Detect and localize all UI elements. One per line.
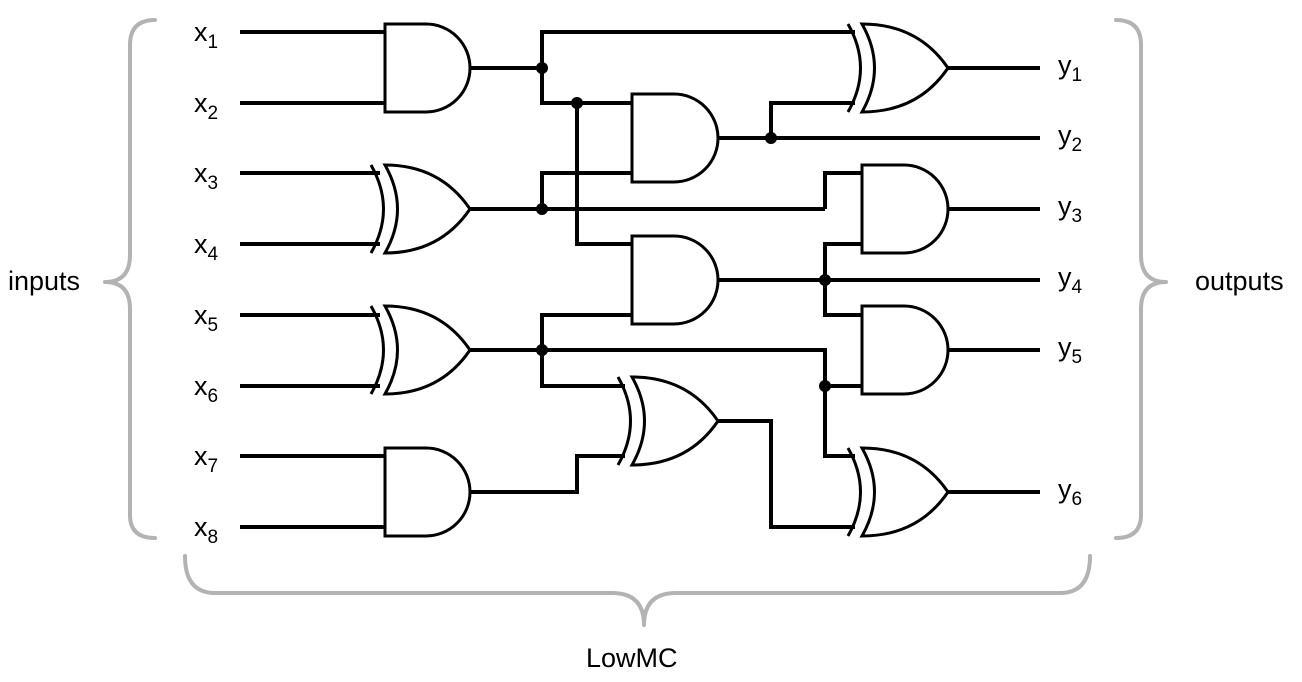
xor-gates (369, 22, 950, 538)
output-label-y6: y6 (1058, 474, 1082, 510)
input-label-x5: x5 (194, 300, 218, 336)
input-label-x2: x2 (194, 88, 218, 124)
xor-gate-back (846, 23, 862, 113)
junction-dot (536, 203, 548, 215)
xor-gate-back (369, 305, 385, 395)
wire-netB-up (540, 171, 632, 209)
output-labels: y1 y2 y3 y4 y5 y6 (1058, 50, 1083, 510)
xor-gate (382, 304, 472, 396)
input-label-x4: x4 (194, 229, 219, 265)
junctions (536, 62, 831, 392)
xor-gate-back (846, 447, 862, 537)
and-gate (860, 163, 950, 255)
wire-netA-branch (575, 103, 632, 246)
input-label-x1: x1 (194, 17, 218, 53)
junction-dot (571, 97, 583, 109)
outputs-brace (1114, 18, 1168, 540)
input-labels: x1 x2 x3 x4 x5 x6 x7 x8 (194, 17, 219, 548)
xor-gate (629, 375, 720, 467)
wire-xor3-out (718, 419, 855, 529)
output-label-y5: y5 (1058, 332, 1082, 368)
wire-netE-and4 (540, 313, 632, 350)
input-label-x8: x8 (194, 512, 218, 548)
wires (240, 30, 1040, 529)
xor-gate-back (369, 164, 385, 254)
and-gate (860, 304, 950, 396)
and-gate (630, 92, 720, 184)
wire-netA-down (540, 68, 632, 105)
input-label-x6: x6 (194, 371, 218, 407)
junction-dot (765, 132, 777, 144)
output-label-y1: y1 (1058, 50, 1082, 86)
and-gate (383, 22, 472, 114)
junction-dot (819, 380, 831, 392)
junction-dot (536, 344, 548, 356)
output-label-y4: y4 (1058, 262, 1083, 298)
wire-and2-out (470, 454, 625, 494)
and-gate (630, 234, 720, 326)
lowmc-brace (183, 554, 1092, 627)
and-gate (383, 446, 472, 538)
xor-gate (859, 446, 950, 538)
input-label-x7: x7 (194, 441, 218, 477)
and-gates (383, 22, 950, 538)
wire-netD-and6 (823, 280, 862, 317)
wire-netB-and5 (823, 171, 862, 209)
wire-netA-up (540, 30, 855, 68)
xor-gate (859, 22, 950, 114)
output-label-y2: y2 (1058, 120, 1082, 156)
wire-xor2-out (470, 348, 862, 388)
wire-netE-xor3 (540, 350, 625, 388)
junction-dot (536, 62, 548, 74)
xor-gate-back (616, 376, 632, 466)
wire-netE-xor5 (823, 386, 855, 458)
wire-netC-xor4 (769, 101, 855, 138)
inputs-brace (103, 18, 157, 540)
wire-netD-and5 (823, 242, 862, 280)
lowmc-label: LowMC (586, 643, 678, 673)
xor-gate (382, 163, 472, 255)
inputs-label: inputs (8, 266, 80, 296)
output-label-y3: y3 (1058, 191, 1082, 227)
outputs-label: outputs (1195, 266, 1284, 296)
input-label-x3: x3 (194, 158, 218, 194)
junction-dot (819, 274, 831, 286)
